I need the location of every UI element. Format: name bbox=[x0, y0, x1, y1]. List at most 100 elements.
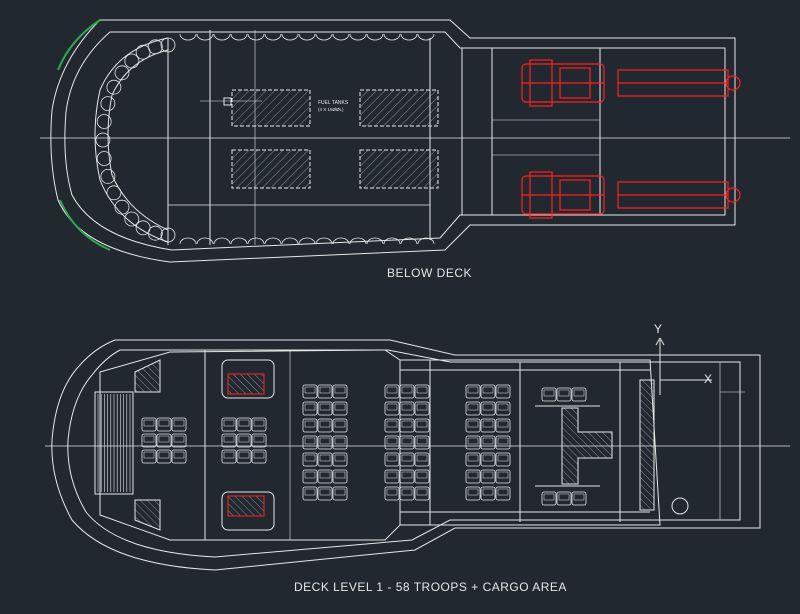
scallop bbox=[400, 237, 418, 245]
troop-seating bbox=[141, 384, 587, 506]
troop-seat bbox=[414, 401, 430, 416]
troop-seat bbox=[384, 469, 400, 484]
troop-seat bbox=[480, 418, 496, 433]
troop-seat bbox=[465, 486, 481, 501]
scallop bbox=[147, 225, 163, 241]
troop-seat bbox=[332, 435, 348, 450]
troop-seat bbox=[541, 387, 557, 402]
scallop bbox=[213, 33, 231, 41]
troop-seat bbox=[465, 384, 481, 399]
fuel-fill-marker bbox=[223, 97, 232, 106]
scallop bbox=[160, 37, 176, 53]
below-deck-hull-outline bbox=[50, 19, 736, 263]
deck-level-1-plan bbox=[45, 339, 790, 571]
bow-ramp-treads bbox=[97, 394, 131, 492]
bow-scallops bbox=[94, 37, 169, 243]
troop-seat bbox=[495, 469, 511, 484]
aft-panel bbox=[639, 379, 655, 511]
scallop bbox=[332, 33, 350, 41]
fuel-tanks-sublabel: (4 X 15ØØL) bbox=[318, 107, 344, 112]
troop-seat bbox=[399, 435, 415, 450]
troop-seat bbox=[221, 449, 237, 464]
troop-seat bbox=[156, 449, 172, 464]
troop-seat bbox=[251, 449, 267, 464]
troop-seat bbox=[571, 491, 587, 506]
troop-seat bbox=[317, 384, 333, 399]
troop-seat bbox=[317, 401, 333, 416]
troop-seat bbox=[332, 452, 348, 467]
below-deck-title: BELOW DECK bbox=[387, 266, 473, 280]
troop-seat bbox=[399, 452, 415, 467]
troop-seat bbox=[141, 449, 157, 464]
troop-seat bbox=[302, 435, 318, 450]
fuel-tank bbox=[231, 89, 311, 127]
scallop bbox=[106, 185, 122, 201]
scallop bbox=[264, 33, 282, 41]
troop-seat bbox=[541, 491, 557, 506]
bow-ramp-hatch bbox=[134, 359, 161, 393]
hull-edge-green bbox=[59, 199, 111, 251]
troop-seat bbox=[141, 433, 157, 448]
troop-seat bbox=[399, 418, 415, 433]
troop-seat bbox=[399, 401, 415, 416]
troop-seat bbox=[156, 417, 172, 432]
troop-seat bbox=[236, 433, 252, 448]
troop-seat bbox=[251, 417, 267, 432]
scallop bbox=[135, 220, 151, 236]
troop-seat bbox=[236, 449, 252, 464]
troop-seat bbox=[480, 469, 496, 484]
scallop bbox=[366, 237, 384, 245]
below-deck-plan bbox=[40, 19, 790, 263]
scallop bbox=[114, 199, 130, 215]
troop-seat bbox=[384, 384, 400, 399]
crew-seat-starboard bbox=[221, 491, 275, 531]
scallop bbox=[417, 237, 435, 245]
scallop bbox=[95, 132, 111, 148]
troop-seat bbox=[302, 486, 318, 501]
troop-seat bbox=[236, 417, 252, 432]
troop-seat bbox=[317, 435, 333, 450]
troop-seat bbox=[480, 384, 496, 399]
troop-seat bbox=[465, 418, 481, 433]
scallop bbox=[124, 211, 140, 227]
below-deck-inner-hull bbox=[64, 31, 726, 251]
scallop bbox=[366, 33, 384, 41]
fuel-tank bbox=[359, 89, 439, 127]
troop-seat bbox=[302, 384, 318, 399]
troop-seat bbox=[302, 401, 318, 416]
troop-seat bbox=[414, 486, 430, 501]
scallop bbox=[349, 33, 367, 41]
troop-seat bbox=[302, 452, 318, 467]
troop-seat bbox=[495, 418, 511, 433]
troop-seat bbox=[480, 401, 496, 416]
scallop bbox=[196, 237, 214, 245]
scallop bbox=[281, 33, 299, 41]
deck-inner-hull bbox=[67, 349, 741, 558]
fuel-tank bbox=[231, 149, 311, 189]
scallop bbox=[298, 237, 316, 245]
deck-hull-outline bbox=[51, 339, 761, 571]
cargo-fixture bbox=[561, 407, 613, 485]
troop-seat bbox=[571, 387, 587, 402]
scallop bbox=[160, 227, 176, 243]
scallop bbox=[417, 33, 435, 41]
troop-seat bbox=[221, 417, 237, 432]
bow-ramp-hatch bbox=[134, 499, 161, 531]
troop-seat bbox=[384, 418, 400, 433]
troop-seat bbox=[384, 435, 400, 450]
scallop bbox=[179, 33, 197, 41]
scallop bbox=[100, 168, 116, 184]
troop-seat bbox=[317, 486, 333, 501]
troop-seat bbox=[414, 435, 430, 450]
scallop bbox=[147, 39, 163, 55]
aft-fitting bbox=[671, 497, 689, 515]
troop-seat bbox=[171, 417, 187, 432]
troop-seat bbox=[384, 401, 400, 416]
bow-scallops-inner bbox=[107, 49, 169, 231]
crew-seat-port bbox=[221, 359, 275, 399]
troop-seat bbox=[156, 433, 172, 448]
troop-seat bbox=[495, 486, 511, 501]
troop-seat bbox=[465, 401, 481, 416]
troop-seat bbox=[251, 433, 267, 448]
